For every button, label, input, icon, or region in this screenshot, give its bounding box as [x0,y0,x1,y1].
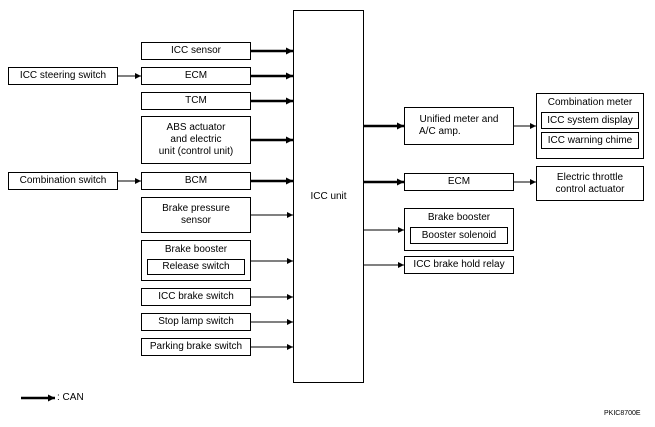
combination-meter-box: Combination meter ICC system display ICC… [536,93,644,159]
electric-throttle-box: Electric throttle control actuator [536,166,644,201]
brake-pressure-line-2: sensor [180,215,211,226]
icc-brake-hold-relay-box: ICC brake hold relay [404,256,514,274]
icc-steering-switch-box: ICC steering switch [8,67,118,85]
electric-throttle-line-1: Electric throttle [556,171,624,183]
brake-pressure-sensor-box: Brake pressure sensor [141,197,251,233]
icc-system-display-label: ICC system display [547,114,633,126]
tcm-label: TCM [185,95,207,106]
combination-switch-box: Combination switch [8,172,118,190]
ecm-output-box: ECM [404,173,514,191]
bcm-box: BCM [141,172,251,190]
ecm-output-label: ECM [447,176,471,187]
legend-can-label: : CAN [57,392,84,403]
icc-warning-chime-label: ICC warning chime [547,134,633,146]
icc-sensor-label: ICC sensor [170,45,221,56]
unified-meter-box: Unified meter and A/C amp. [404,107,514,145]
tcm-box: TCM [141,92,251,110]
booster-solenoid-box: Booster solenoid [410,227,508,244]
abs-actuator-box: ABS actuator and electric unit (control … [141,116,251,164]
bcm-label: BCM [184,175,208,186]
brake-booster-input-label: Brake booster [164,244,228,255]
brake-booster-output-label: Brake booster [427,212,491,223]
icc-warning-chime-box: ICC warning chime [541,132,639,149]
icc-steering-switch-label: ICC steering switch [19,70,107,81]
abs-actuator-line-2: and electric [170,134,222,145]
parking-brake-switch-box: Parking brake switch [141,338,251,356]
release-switch-label: Release switch [162,261,230,272]
icc-brake-switch-box: ICC brake switch [141,288,251,306]
brake-booster-output-box: Brake booster Booster solenoid [404,208,514,251]
abs-actuator-line-1: ABS actuator [166,122,226,133]
brake-pressure-line-1: Brake pressure [162,203,230,214]
electric-throttle-line-2: control actuator [555,183,625,195]
release-switch-box: Release switch [147,259,245,275]
stop-lamp-switch-label: Stop lamp switch [158,316,234,327]
unified-meter-line-1: Unified meter and [419,114,499,125]
booster-solenoid-label: Booster solenoid [421,229,497,241]
combination-meter-label: Combination meter [547,97,633,108]
ecm-input-label: ECM [184,70,208,81]
figure-code: PKIC8700E [604,410,641,417]
icc-system-display-box: ICC system display [541,112,639,129]
stop-lamp-switch-box: Stop lamp switch [141,313,251,331]
icc-brake-switch-label: ICC brake switch [158,291,234,302]
unified-meter-line-2: A/C amp. [419,126,461,137]
icc-unit-label: ICC unit [310,190,347,202]
abs-actuator-line-3: unit (control unit) [158,146,234,157]
ecm-input-box: ECM [141,67,251,85]
icc-sensor-box: ICC sensor [141,42,251,60]
brake-booster-input-box: Brake booster Release switch [141,240,251,281]
combination-switch-label: Combination switch [19,175,107,186]
icc-unit-box: ICC unit [293,10,364,383]
icc-brake-hold-relay-label: ICC brake hold relay [413,259,505,270]
parking-brake-switch-label: Parking brake switch [149,341,243,352]
